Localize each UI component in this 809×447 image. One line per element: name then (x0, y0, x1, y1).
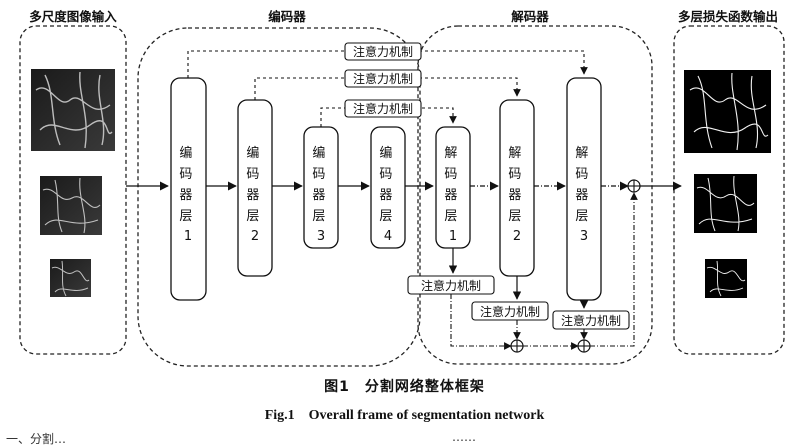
input-group-box (19, 25, 127, 355)
output-image-large (684, 70, 771, 153)
decoder-layer-3-label: 解 码 器 层 3 (575, 146, 592, 244)
final-sum-node (627, 179, 641, 193)
encoder-section-title: 编码器 (268, 9, 306, 24)
encoder-layer-3: 编 码 器 层 3 (303, 126, 339, 249)
sum-node-2 (577, 339, 591, 353)
encoder-layer-1: 编 码 器 层 1 (170, 77, 207, 301)
sum2-to-final-sum-arrow (590, 192, 638, 347)
attention-box-lower: 注意力机制 (344, 99, 422, 118)
encoder-layer-2: 编 码 器 层 2 (237, 99, 273, 277)
attention-box-dec1: 注意力机制 (407, 275, 495, 295)
sum-node-1 (510, 339, 524, 353)
output-image-medium (694, 174, 757, 233)
decoder-layer-3: 解 码 器 层 3 (566, 77, 602, 301)
attention-label-middle: 注意力机制 (353, 71, 413, 86)
cutoff-text-left: 一、分割… (6, 432, 67, 446)
encoder-layer-2-label: 编 码 器 层 2 (246, 146, 263, 244)
input-section-title: 多尺度图像输入 (29, 9, 117, 24)
cutoff-text-right: …… (452, 430, 476, 444)
attention-label-top: 注意力机制 (353, 44, 413, 59)
decoder-layer-1: 解 码 器 层 1 (435, 126, 471, 249)
decoder-group-box (417, 25, 653, 365)
input-image-small (50, 259, 91, 297)
encoder-group-box (137, 27, 421, 367)
decoder-layer-1-label: 解 码 器 层 1 (444, 146, 461, 244)
attention-box-top: 注意力机制 (344, 42, 422, 61)
output-image-small (705, 259, 747, 298)
input-image-medium (40, 176, 102, 235)
attention-box-dec3: 注意力机制 (552, 310, 630, 330)
attention-box-dec2: 注意力机制 (471, 301, 549, 321)
encoder-layer-1-label: 编 码 器 层 1 (179, 146, 196, 244)
decoder-layer-2-label: 解 码 器 层 2 (508, 146, 525, 244)
attention-box-middle: 注意力机制 (344, 69, 422, 88)
output-section-title: 多层损失函数输出 (678, 9, 778, 24)
encoder-layer-3-label: 编 码 器 层 3 (312, 146, 329, 244)
decoder-layer-2: 解 码 器 层 2 (499, 99, 535, 277)
attention-label-dec1: 注意力机制 (421, 278, 481, 293)
dec1-branch-to-sum (450, 294, 512, 350)
decoder-section-title: 解码器 (511, 9, 549, 24)
attention-label-dec2: 注意力机制 (480, 304, 540, 319)
attention-label-dec3: 注意力机制 (561, 313, 621, 328)
attention-label-lower: 注意力机制 (353, 101, 413, 116)
input-image-large (31, 69, 115, 151)
figure-caption-en: Fig.1 Overall frame of segmentation netw… (264, 408, 545, 423)
encoder-layer-4: 编 码 器 层 4 (370, 126, 406, 249)
figure-caption-cn: 图1 分割网络整体框架 (324, 379, 485, 395)
encoder-layer-4-label: 编 码 器 层 4 (379, 146, 396, 244)
